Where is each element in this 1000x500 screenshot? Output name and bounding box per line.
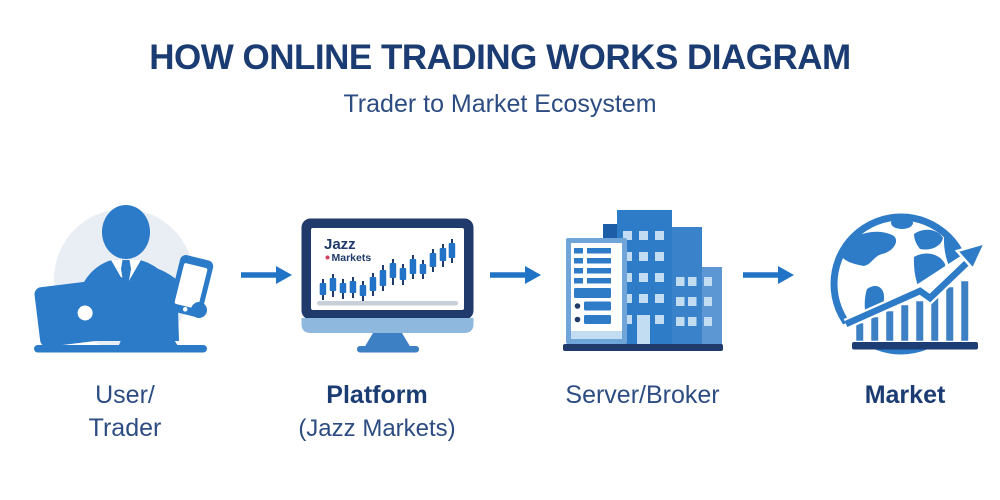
market-globe-growth-icon — [830, 213, 988, 355]
candlestick-chart — [319, 239, 456, 301]
label-line: Market — [864, 381, 946, 409]
node-label-user-trader: User/ Trader — [35, 379, 215, 445]
platform-brand-line1: Jazz — [324, 236, 356, 253]
label-line: User/ — [95, 381, 155, 409]
label-line: Platform — [326, 381, 428, 409]
server-rack — [566, 238, 627, 344]
label-line: (Jazz Markets) — [298, 415, 456, 442]
flow-arrow-icon — [490, 266, 541, 284]
node-label-platform: Platform (Jazz Markets) — [282, 379, 472, 445]
trading-platform-monitor-icon: Jazz Markets — [301, 218, 474, 353]
platform-brand-line2: Markets — [332, 252, 372, 264]
trader-with-laptop-and-phone-icon — [34, 205, 214, 353]
node-label-market: Market — [810, 379, 1000, 412]
server-broker-buildings-icon — [563, 210, 723, 351]
label-line: Server/Broker — [565, 381, 720, 409]
label-line: Trader — [88, 414, 162, 442]
flow-arrow-icon — [241, 266, 292, 284]
page-subtitle: Trader to Market Ecosystem — [343, 90, 657, 118]
page-title: HOW ONLINE TRADING WORKS DIAGRAM — [149, 38, 851, 77]
flow-arrow-icon — [743, 266, 794, 284]
node-label-server-broker: Server/Broker — [540, 379, 745, 412]
